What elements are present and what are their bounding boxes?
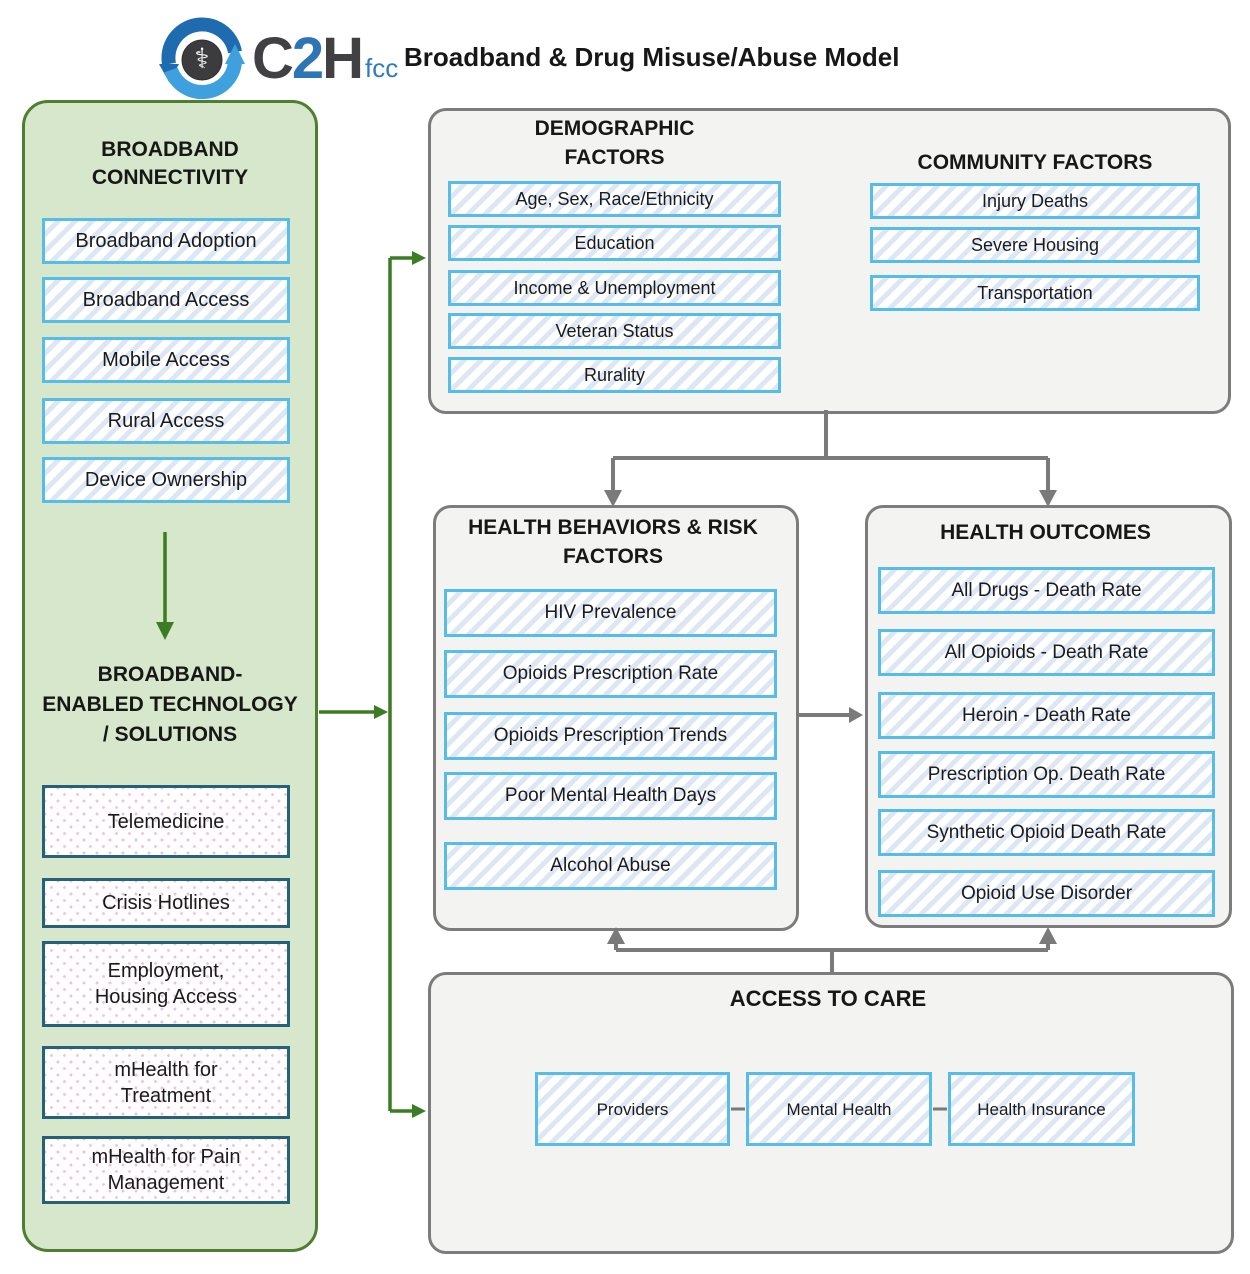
node-all-drugs-death-rate: All Drugs - Death Rate — [878, 567, 1215, 614]
node-label: Injury Deaths — [981, 191, 1089, 211]
node-synthetic-opioid-death-rate: Synthetic Opioid Death Rate — [878, 809, 1215, 856]
node-crisis-hotlines: Crisis Hotlines — [42, 878, 290, 928]
broadband-connectivity-title: BROADBAND CONNECTIVITY — [91, 138, 249, 189]
logo-letter-2: 2 — [291, 26, 324, 91]
node-label: Rural Access — [107, 410, 225, 432]
node-severe-housing: Severe Housing — [870, 227, 1200, 263]
node-broadband-adoption: Broadband Adoption — [42, 218, 290, 264]
node-label: Transportation — [977, 283, 1093, 303]
node-opioids-prescription-trends: Opioids Prescription Trends — [444, 712, 777, 760]
node-injury-deaths: Injury Deaths — [870, 183, 1200, 219]
node-label: Prescription Op. Death Rate — [927, 763, 1166, 785]
node-education: Education — [448, 225, 781, 261]
node-device-ownership: Device Ownership — [42, 457, 290, 503]
node-label: All Opioids - Death Rate — [944, 641, 1149, 663]
logo-subscript-fcc: fcc — [365, 53, 399, 83]
logo-arrow-light-head — [225, 44, 245, 64]
node-label: Employment, Housing Access — [94, 960, 238, 1008]
node-rural-access: Rural Access — [42, 398, 290, 444]
node-label: Synthetic Opioid Death Rate — [926, 821, 1167, 843]
node-label: Health Insurance — [977, 1099, 1106, 1119]
node-label: Severe Housing — [970, 235, 1100, 255]
c2h-logo-icon: ⚕ — [159, 17, 245, 100]
node-label: Providers — [596, 1099, 669, 1119]
node-providers: Providers — [535, 1072, 730, 1146]
node-label: Telemedicine — [107, 810, 225, 833]
community-factors-title: COMMUNITY FACTORS — [917, 151, 1153, 174]
node-income-unemployment: Income & Unemployment — [448, 270, 781, 306]
node-label: Veteran Status — [555, 321, 674, 341]
node-broadband-access: Broadband Access — [42, 277, 290, 323]
access-to-care-title: ACCESS TO CARE — [729, 986, 927, 1011]
logo-arrow-dark — [161, 17, 242, 66]
node-label: HIV Prevalence — [544, 602, 677, 623]
arrowhead — [849, 707, 863, 723]
node-label: Poor Mental Health Days — [504, 785, 717, 806]
arrowhead — [412, 251, 426, 265]
node-mental-health: Mental Health — [746, 1072, 932, 1146]
node-label: Crisis Hotlines — [102, 892, 230, 914]
broadband-enabled-title: BROADBAND- ENABLED TECHNOLOGY / SOLUTION… — [42, 663, 298, 746]
node-label: Income & Unemployment — [513, 278, 716, 298]
node-mhealth-treatment: mHealth for Treatment — [42, 1046, 290, 1119]
page-title: Broadband & Drug Misuse/Abuse Model — [404, 42, 900, 72]
node-label: mHealth for Pain Management — [91, 1146, 241, 1194]
node-label: mHealth for Treatment — [114, 1058, 218, 1107]
caduceus-icon: ⚕ — [194, 43, 209, 74]
node-transportation: Transportation — [870, 275, 1200, 311]
node-age-sex-race: Age, Sex, Race/Ethnicity — [448, 181, 781, 217]
node-hiv-prevalence: HIV Prevalence — [444, 589, 777, 637]
arrowhead — [1039, 927, 1057, 944]
node-label: Opioids Prescription Trends — [493, 725, 728, 746]
logo-circle — [181, 39, 223, 81]
health-behaviors-title: HEALTH BEHAVIORS & RISK FACTORS — [468, 516, 758, 568]
node-label: Age, Sex, Race/Ethnicity — [515, 189, 714, 209]
node-label: All Drugs - Death Rate — [951, 579, 1142, 601]
node-employment-housing-access: Employment, Housing Access — [42, 941, 290, 1027]
node-label: Opioids Prescription Rate — [502, 663, 719, 684]
node-health-insurance: Health Insurance — [948, 1072, 1135, 1146]
logo-letter-h: H — [322, 26, 364, 91]
node-mobile-access: Mobile Access — [42, 337, 290, 383]
logo-arrow-light — [164, 60, 242, 100]
arrowhead — [412, 1104, 426, 1118]
node-heroin-death-rate: Heroin - Death Rate — [878, 692, 1215, 739]
node-label: Mental Health — [786, 1099, 892, 1119]
node-mhealth-pain-management: mHealth for Pain Management — [42, 1136, 290, 1204]
arrowhead — [374, 705, 388, 719]
node-label: Alcohol Abuse — [550, 855, 671, 876]
node-label: Heroin - Death Rate — [962, 704, 1131, 726]
node-poor-mental-health-days: Poor Mental Health Days — [444, 772, 777, 820]
node-prescription-op-death-rate: Prescription Op. Death Rate — [878, 751, 1215, 798]
node-opioid-use-disorder: Opioid Use Disorder — [878, 870, 1215, 917]
node-label: Device Ownership — [84, 469, 248, 491]
node-alcohol-abuse: Alcohol Abuse — [444, 842, 777, 890]
node-all-opioids-death-rate: All Opioids - Death Rate — [878, 629, 1215, 676]
node-label: Broadband Adoption — [75, 230, 257, 252]
demographic-factors-title: DEMOGRAPHIC FACTORS — [534, 117, 695, 169]
node-opioids-prescription-rate: Opioids Prescription Rate — [444, 650, 777, 698]
node-telemedicine: Telemedicine — [42, 785, 290, 858]
logo-letter-c: C — [252, 26, 294, 91]
node-veteran-status: Veteran Status — [448, 313, 781, 349]
node-label: Opioid Use Disorder — [960, 882, 1133, 904]
node-rurality: Rurality — [448, 357, 781, 393]
node-label: Mobile Access — [102, 349, 230, 371]
node-label: Rurality — [583, 365, 645, 385]
node-label: Education — [574, 233, 655, 253]
health-outcomes-title: HEALTH OUTCOMES — [940, 521, 1151, 544]
node-label: Broadband Access — [82, 289, 250, 311]
